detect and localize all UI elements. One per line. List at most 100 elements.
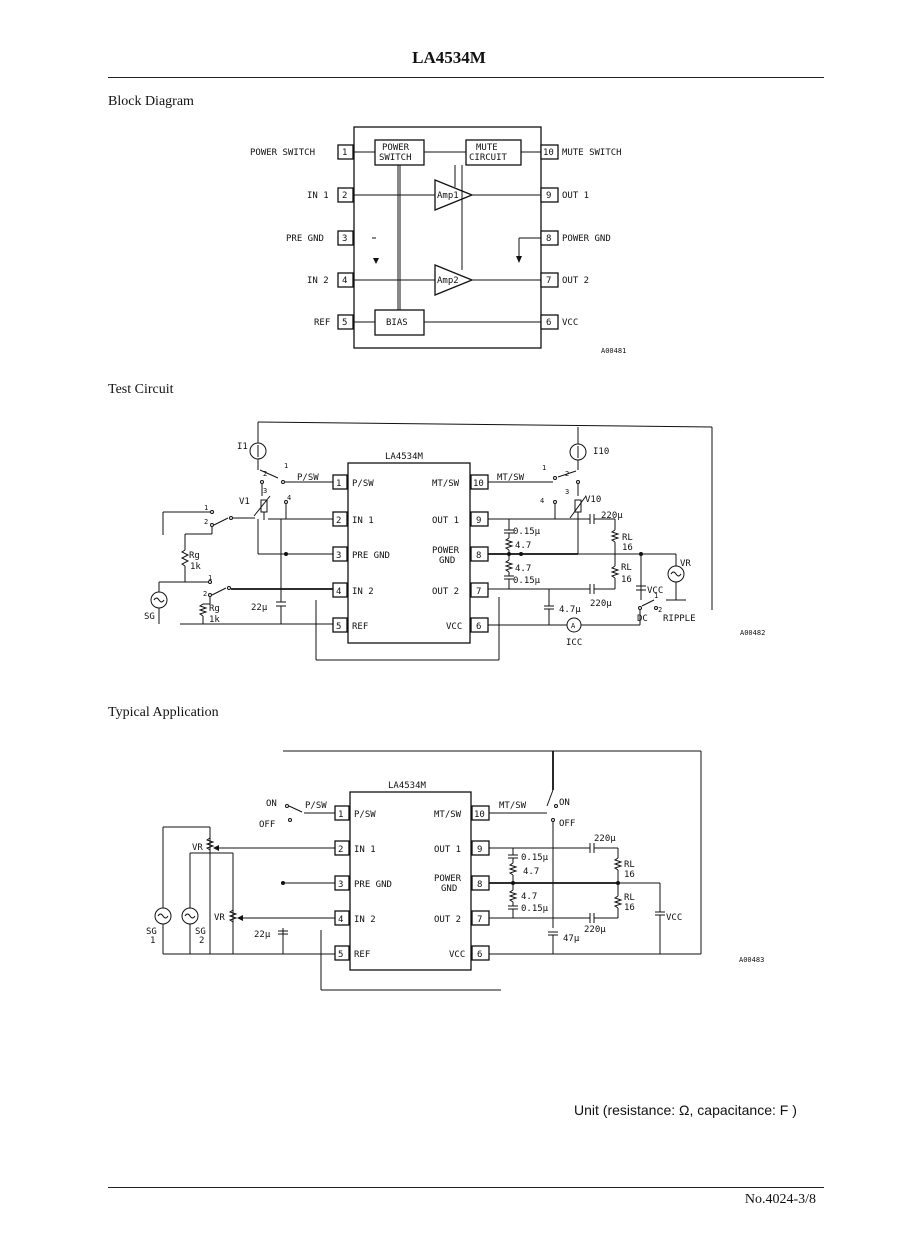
amp2-label: Amp2: [437, 276, 459, 286]
section-heading-typical-application: Typical Application: [108, 705, 219, 720]
tc-label-sw-4b: 4: [540, 497, 544, 505]
ta-label-rl1-val: 16: [624, 870, 635, 880]
ta-label-rl2: RL: [624, 893, 635, 903]
footer-rule: [108, 1187, 824, 1188]
tc-pin-label-vcc: VCC: [446, 622, 462, 632]
internal-wiring: [353, 151, 541, 323]
tc-label-vcc: VCC: [647, 586, 663, 596]
tc-label-psw: P/SW: [297, 473, 319, 483]
tc-label-sw-1e: 1: [654, 592, 658, 600]
ta-label-off-left: OFF: [259, 820, 275, 830]
tc-label-sw-2a: 2: [263, 470, 267, 478]
pin-9-number: 9: [546, 191, 551, 201]
tc-right-pins: 10 9 8 7 6: [470, 474, 489, 633]
tc-label-sw-3a: 3: [263, 487, 267, 495]
pin-label-power-gnd: POWER GND: [562, 234, 611, 244]
pin-label-out2: OUT 2: [562, 276, 589, 286]
tc-pin-3: 3: [336, 551, 341, 561]
ta-label-sg2-n: 2: [199, 936, 204, 946]
mute-circuit-label: MUTE: [476, 143, 498, 153]
tc-label-sw-3b: 3: [565, 488, 569, 496]
tc-pin-10: 10: [473, 479, 484, 489]
tc-label-c220b: 220µ: [590, 599, 612, 609]
tc-chip-name: LA4534M: [385, 452, 424, 462]
top-rail: [257, 421, 713, 428]
ta-chip-name: LA4534M: [388, 781, 427, 791]
tc-label-ammeter-a: A: [571, 622, 576, 630]
tc-label-rl2-val: 16: [621, 575, 632, 585]
ta-pin-1: 1: [338, 810, 343, 820]
pin-label-mute-switch: MUTE SWITCH: [562, 148, 622, 158]
pin-label-ref: REF: [314, 318, 330, 328]
ta-pin-label-out2: OUT 2: [434, 915, 461, 925]
tc-label-sw-4a: 4: [287, 494, 291, 502]
tc-label-rg1: Rg: [189, 551, 200, 561]
ta-label-off-right: OFF: [559, 819, 575, 829]
pin-7-number: 7: [546, 276, 551, 286]
pin-1-number: 1: [342, 148, 347, 158]
ta-pin-label-powergnd-2: GND: [441, 884, 457, 894]
ta-pin-label-out1: OUT 1: [434, 845, 461, 855]
tc-label-sw-2c: 2: [203, 590, 207, 598]
ta-label-c22: 22µ: [254, 930, 271, 940]
tc-label-c22: 22µ: [251, 603, 268, 613]
tc-pin-label-powergnd-2: GND: [439, 556, 455, 566]
tc-pin-label-mtsw: MT/SW: [432, 479, 460, 489]
ta-pin-label-ref: REF: [354, 950, 370, 960]
tc-label-c015a: 0.15µ: [513, 527, 541, 537]
tc-label-rl1-val: 16: [622, 543, 633, 553]
tc-pin-label-powergnd-1: POWER: [432, 546, 460, 556]
tc-left-pins: 1 2 3 4 5: [332, 474, 348, 633]
ta-pin-label-psw: P/SW: [354, 810, 376, 820]
tc-label-v1: V1: [239, 497, 250, 507]
tc-label-sw-1b: 1: [204, 504, 208, 512]
bias-label: BIAS: [386, 318, 408, 328]
page-title: LA4534M: [412, 48, 486, 67]
tc-label-icc: ICC: [566, 638, 582, 648]
pin-8-number: 8: [546, 234, 551, 244]
ta-label-psw: P/SW: [305, 801, 327, 811]
ta-chip: [349, 791, 472, 971]
tc-label-rl2: RL: [621, 563, 632, 573]
pin-2-number: 2: [342, 191, 347, 201]
tc-label-rl1: RL: [622, 533, 633, 543]
tc-label-rg2-val: 1k: [209, 615, 220, 625]
tc-pin-4: 4: [336, 587, 341, 597]
tc-chip: [347, 462, 471, 644]
tc-pin-9: 9: [476, 516, 481, 526]
tc-pin-label-out1: OUT 1: [432, 516, 459, 526]
typical-application-code: A00483: [739, 956, 764, 964]
ta-pin-label-vcc: VCC: [449, 950, 465, 960]
ta-pin-6: 6: [477, 950, 482, 960]
ta-label-vcc: VCC: [666, 913, 682, 923]
tc-label-sw-1d: 1: [542, 464, 546, 472]
ta-label-rl1: RL: [624, 860, 635, 870]
tc-label-sw-1a: 1: [284, 462, 288, 470]
ta-pin-label-powergnd-1: POWER: [434, 874, 462, 884]
unit-note: Unit (resistance: Ω, capacitance: F ): [574, 1102, 797, 1118]
block-diagram: 1 2 3 4 5 POWER SWITCH IN 1 PRE GND IN 2…: [250, 126, 626, 355]
ta-label-on-right: ON: [559, 798, 570, 808]
ta-label-vr2: VR: [214, 913, 225, 923]
tc-label-sw-1c: 1: [208, 574, 212, 582]
ta-label-on-left: ON: [266, 799, 277, 809]
tc-pin-7: 7: [476, 587, 481, 597]
tc-pin-label-ref: REF: [352, 622, 368, 632]
ta-label-rl2-val: 16: [624, 903, 635, 913]
tc-pin-6: 6: [476, 622, 481, 632]
tc-pin-label-in1: IN 1: [352, 516, 374, 526]
ta-label-r47b: 4.7: [521, 892, 537, 902]
ta-left-circuit: [154, 804, 501, 991]
ta-right-circuit: [489, 751, 665, 955]
tc-label-c220a: 220µ: [601, 511, 623, 521]
tc-label-vr: VR: [680, 559, 691, 569]
tc-label-v10: V10: [585, 495, 601, 505]
ta-pin-8: 8: [477, 880, 482, 890]
pin-6-number: 6: [546, 318, 551, 328]
pin-4-number: 4: [342, 276, 347, 286]
tc-pin-label-pregnd: PRE GND: [352, 551, 390, 561]
ta-right-pins: 10 9 8 7 6: [471, 805, 490, 961]
tc-label-sg: SG: [144, 612, 155, 622]
tc-label-ripple: RIPPLE: [663, 614, 696, 624]
tc-label-i1: I1: [237, 442, 248, 452]
